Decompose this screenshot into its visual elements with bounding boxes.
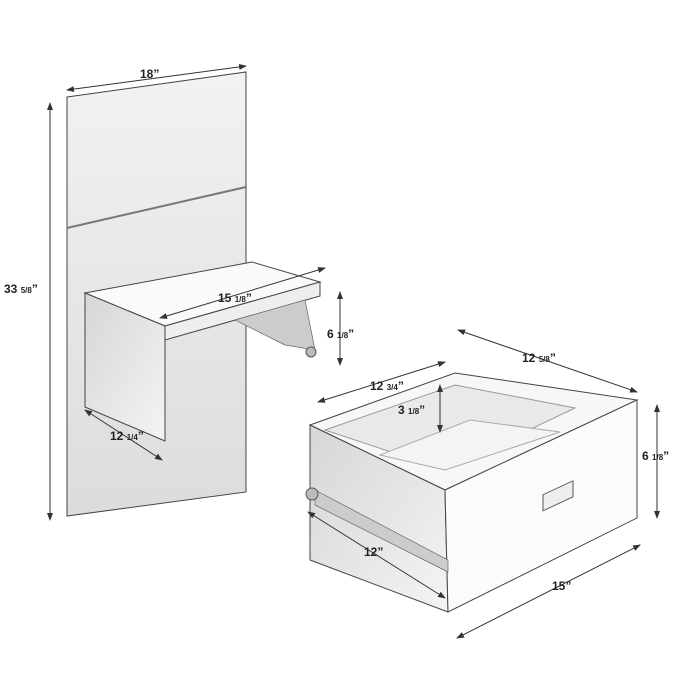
label-drawer-inner-height: 3 1/8” xyxy=(398,403,425,417)
dimension-lines xyxy=(47,63,660,639)
label-shelf-width: 15 1/8” xyxy=(218,291,252,305)
label-drawer-inner-width: 12 3/4” xyxy=(370,379,404,393)
label-shelf-depth: 12 1/4” xyxy=(110,429,144,443)
label-shelf-height: 6 1/8” xyxy=(327,327,354,341)
label-headboard-width: 18” xyxy=(140,67,159,81)
drawer-unit xyxy=(305,372,639,613)
label-drawer-front-height: 6 1/8” xyxy=(642,449,669,463)
label-headboard-height: 33 5/8” xyxy=(4,282,38,296)
label-drawer-depth-outer: 12 5/8” xyxy=(522,351,556,365)
label-drawer-front-width: 15” xyxy=(552,579,571,593)
label-drawer-slide-length: 12” xyxy=(364,545,383,559)
drawer-handle xyxy=(542,480,574,512)
